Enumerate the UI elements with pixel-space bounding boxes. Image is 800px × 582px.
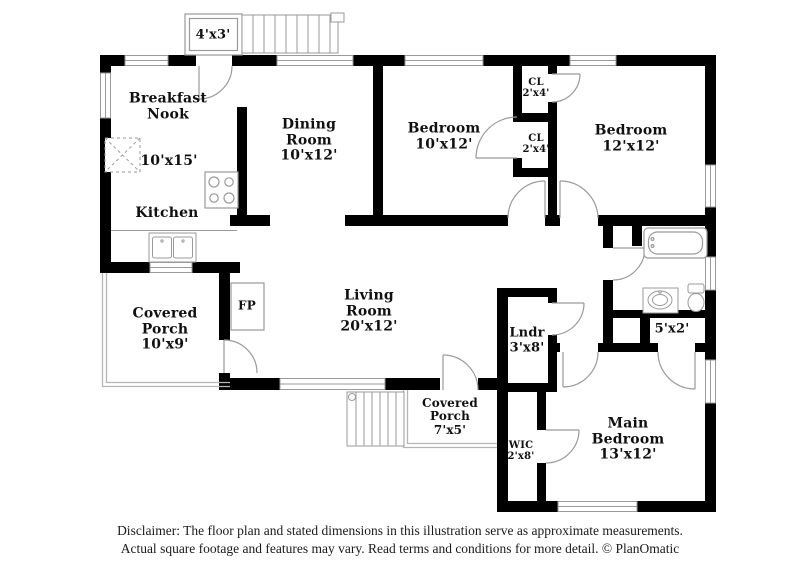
door-swing [223,339,258,374]
window [569,55,617,66]
room-label-breakfast-nook: Breakfast Nook [128,90,208,122]
room-label-fireplace: FP [238,298,256,313]
toilet-icon [687,283,705,312]
window [404,55,484,66]
window [557,501,638,512]
entry-stairs-icon [241,12,345,54]
door-swing [562,351,599,388]
door-swing [442,354,479,391]
door-swing [475,116,518,159]
windows [100,55,716,512]
window [149,262,193,273]
stove-icon [204,171,239,209]
window [279,378,386,390]
porch-outlines [101,273,497,449]
door-swing [551,302,585,336]
disclaimer-line2: Actual square footage and features may v… [120,541,680,557]
refrigerator-icon [104,137,141,173]
bathtub-icon [643,227,708,259]
window [705,359,716,404]
room-label-closet-5x2: 5'x2' [654,321,690,337]
door-swing [657,351,696,390]
disclaimer-line1: Disclaimer: The floor plan and stated di… [117,523,683,538]
window [100,72,111,119]
room-label-stoop: 4'x3' [195,27,231,43]
entry-stoop-icon [184,13,243,56]
fixtures [104,12,708,447]
door-swing [612,247,646,281]
bathroom-sink-icon [642,287,679,314]
doors [198,65,696,464]
disclaimer: Disclaimer: The floor plan and stated di… [0,522,800,558]
door-swing [551,73,581,103]
walls [100,55,716,512]
room-label-kitchen: Kitchen [135,205,199,222]
stairs-icon [346,391,405,447]
window [705,164,716,208]
door-swing [507,180,546,219]
window [705,256,716,291]
door-swing [559,180,599,219]
door-swing [545,429,580,464]
window [124,55,169,66]
door-swing [198,65,233,100]
porch-left-outline [101,273,230,388]
kitchen-sink-icon [111,230,237,263]
window [276,55,354,66]
fireplace-icon [230,282,265,331]
room-dims-breakfast-nook: 10'x15' [140,153,198,170]
